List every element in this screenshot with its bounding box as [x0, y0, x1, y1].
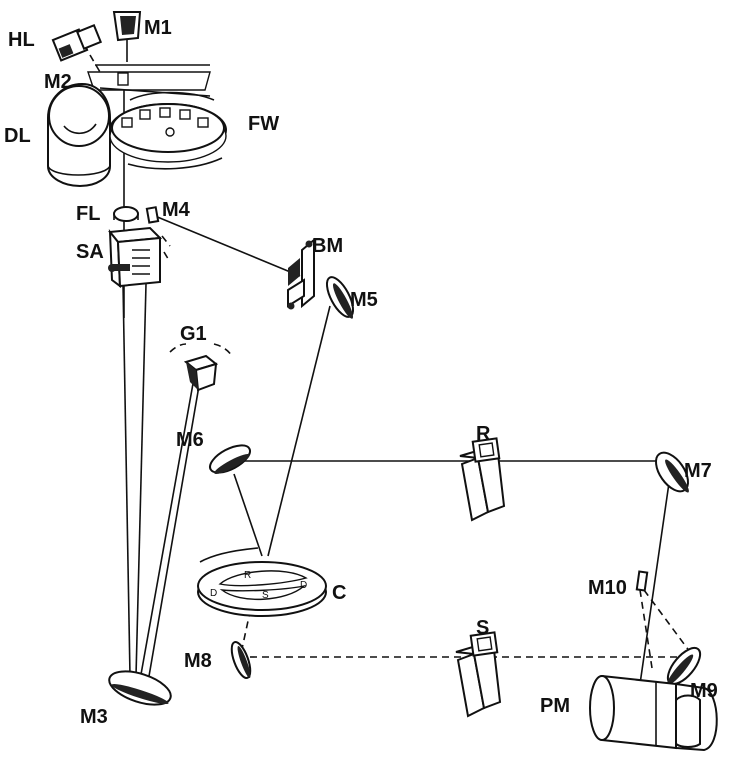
c-chopper: R S D D — [198, 548, 326, 616]
label-m1: M1 — [144, 17, 172, 39]
m2-mirror — [118, 73, 128, 85]
bm-beam-mask — [288, 240, 315, 310]
dl-lamp-cap — [49, 86, 109, 146]
beam-hl-to-m2 — [90, 55, 100, 72]
m4-mirror-body — [147, 207, 158, 222]
label-m2: M2 — [44, 71, 72, 93]
chopper-label-r: R — [244, 570, 251, 581]
beam-m10-to-m9-a — [644, 590, 690, 652]
fl-lens — [114, 207, 138, 221]
label-fw: FW — [248, 113, 279, 135]
label-hl: HL — [8, 29, 35, 51]
sa-assembly — [108, 228, 170, 286]
label-m9: M9 — [690, 680, 718, 702]
sa-hatch-2 — [164, 252, 170, 262]
dl-lamp — [48, 84, 110, 186]
label-m8: M8 — [184, 650, 212, 672]
fw-slot-2 — [140, 110, 150, 119]
beam-m5-to-chopper — [268, 306, 330, 556]
label-m7: M7 — [684, 460, 712, 482]
beam-m3-to-g1-b — [148, 380, 200, 682]
m6-mirror — [206, 440, 254, 478]
beam-m3-to-g1-a — [140, 378, 194, 680]
fw-filter-wheel — [110, 93, 226, 169]
pm-end-cap-edge — [676, 696, 700, 748]
beam-chopper-to-m6 — [234, 474, 262, 556]
label-m4: M4 — [162, 199, 191, 221]
r-reference-cell — [460, 438, 504, 520]
sa-knob-end — [108, 264, 116, 272]
label-dl: DL — [4, 125, 31, 147]
chopper-label-d-left: D — [210, 588, 217, 599]
m3-mirror — [105, 665, 175, 711]
m6-mirror-body — [206, 440, 254, 478]
m4-mirror — [147, 207, 158, 222]
fw-slot-3 — [160, 108, 170, 117]
label-s: S — [476, 617, 489, 639]
sa-block-side — [118, 238, 160, 286]
label-r: R — [476, 423, 491, 445]
chopper-label-s: S — [262, 590, 269, 601]
beam-sa-to-m3-b — [136, 284, 146, 676]
g1-rotation-arc-left — [170, 344, 186, 352]
label-m5: M5 — [350, 289, 378, 311]
bm-shutter-top — [288, 258, 300, 286]
m2-assembly — [88, 65, 210, 96]
m1-mirror-face — [120, 16, 136, 35]
g1-grating — [170, 344, 232, 390]
label-pm: PM — [540, 695, 570, 717]
label-fl: FL — [76, 203, 100, 225]
label-c: C — [332, 582, 346, 604]
label-g1: G1 — [180, 323, 207, 345]
label-sa: SA — [76, 241, 104, 263]
label-m6: M6 — [176, 429, 204, 451]
s-cell-window-inner — [477, 637, 492, 651]
m2-plate — [88, 72, 210, 90]
chopper-rotation-arc — [200, 548, 258, 562]
pm-tube-window — [590, 676, 614, 740]
label-m10: M10 — [588, 577, 627, 599]
bm-pin-bottom — [288, 303, 295, 310]
m10-mirror — [637, 572, 647, 591]
m8-mirror — [228, 640, 254, 680]
beam-m4-to-bm — [155, 216, 300, 276]
label-m3: M3 — [80, 706, 108, 728]
beam-sa-to-m3-a — [123, 284, 130, 676]
fw-slot-5 — [198, 118, 208, 127]
m1-mirror — [114, 12, 140, 62]
r-cell-window-inner — [479, 443, 494, 457]
fw-slot-1 — [122, 118, 132, 127]
fw-slot-4 — [180, 110, 190, 119]
chopper-label-d-right: D — [300, 580, 307, 591]
hl-lamp — [53, 25, 101, 60]
sa-hatch-1 — [162, 236, 170, 246]
m10-mirror-body — [637, 572, 647, 591]
s-sample-cell — [456, 632, 500, 716]
g1-rotation-arc-right — [214, 344, 232, 356]
fl-lens-body — [114, 207, 138, 221]
label-bm: BM — [312, 235, 343, 257]
fw-hub — [166, 128, 174, 136]
